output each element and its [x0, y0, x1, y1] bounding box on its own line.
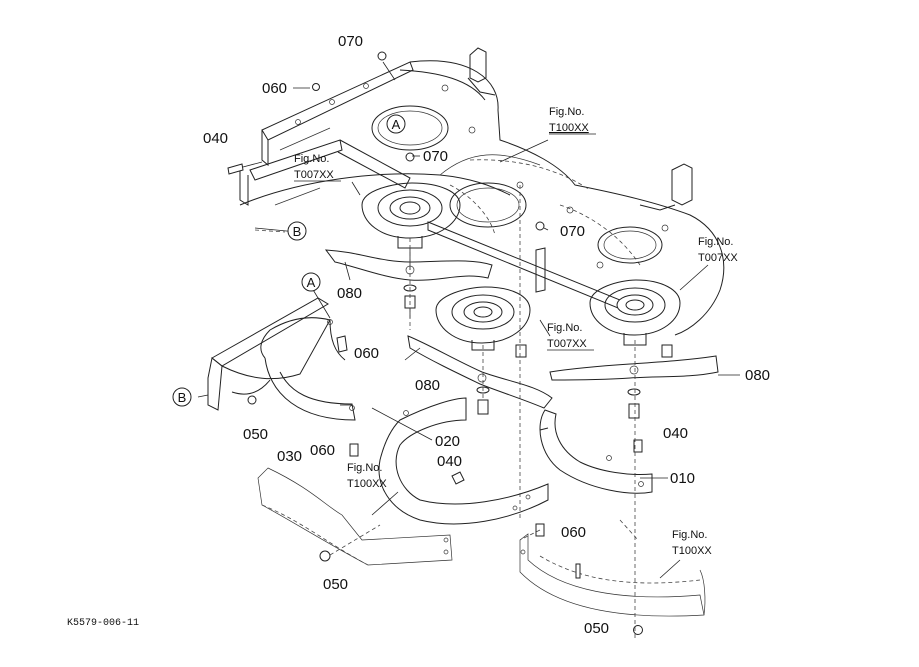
- figref-t100-left: Fig.No. T100XX: [347, 462, 387, 490]
- label-060-top: 060: [262, 80, 287, 97]
- shield-020: [378, 397, 549, 525]
- callout-a-upper: A: [386, 114, 406, 134]
- callout-b-upper: B: [287, 221, 307, 241]
- figref-t100-top-code: T100XX: [549, 122, 589, 134]
- figref-t007-left-title: Fig.No.: [294, 153, 329, 165]
- blade-left: [324, 249, 493, 281]
- label-060-low: 060: [310, 442, 335, 459]
- figref-t007-mid-code: T007XX: [547, 338, 587, 350]
- lower-baffle-left: [257, 467, 453, 566]
- figref-t100-top-title: Fig.No.: [549, 106, 584, 118]
- spindle-left: [361, 182, 461, 270]
- part-labels: 070 060 040 070 070 080 060 080 080 050 …: [203, 33, 770, 637]
- mower-deck: [239, 47, 725, 336]
- callout-b-lower: B: [172, 387, 192, 407]
- label-060-right: 060: [561, 524, 586, 541]
- figref-t007-mid: Fig.No. T007XX: [547, 322, 594, 351]
- spindle-center: [435, 286, 531, 351]
- figref-t100-top: Fig.No. T100XX: [549, 106, 596, 135]
- callout-b-lower-text: B: [178, 390, 187, 405]
- leader-lines: [197, 61, 740, 640]
- label-070-mid: 070: [423, 148, 448, 165]
- callout-a-lower: A: [301, 272, 321, 292]
- figref-t007-left-code: T007XX: [294, 169, 334, 181]
- label-080-mid: 080: [415, 377, 440, 394]
- blade-center: [407, 335, 553, 409]
- label-070-right: 070: [560, 223, 585, 240]
- callout-a-upper-text: A: [392, 117, 401, 132]
- label-080-left: 080: [337, 285, 362, 302]
- figref-t007-left: Fig.No. T007XX: [294, 153, 341, 182]
- label-050-bottom: 050: [323, 576, 348, 593]
- figref-t007-right-code: T007XX: [698, 252, 738, 264]
- figref-t100-left-title: Fig.No.: [347, 462, 382, 474]
- label-030: 030: [277, 448, 302, 465]
- figref-t007-mid-title: Fig.No.: [547, 322, 582, 334]
- label-040-right: 040: [663, 425, 688, 442]
- lower-baffle-right: [519, 533, 706, 617]
- left-frame-bracket: [227, 61, 414, 233]
- label-070-top: 070: [338, 33, 363, 50]
- blade-right: [549, 355, 719, 381]
- callout-a-lower-text: A: [307, 275, 316, 290]
- label-080-right: 080: [745, 367, 770, 384]
- figref-t100-right-title: Fig.No.: [672, 529, 707, 541]
- callout-b-upper-text: B: [293, 224, 302, 239]
- figref-t100-left-code: T100XX: [347, 478, 387, 490]
- figref-t100-right-code: T100XX: [672, 545, 712, 557]
- figref-t007-right: Fig.No. T007XX: [698, 236, 738, 264]
- spindle-hardware: [403, 284, 673, 419]
- shield-030: [207, 297, 356, 421]
- label-060-shield: 060: [354, 345, 379, 362]
- hardware-misc: [247, 51, 643, 635]
- label-040-mid: 040: [437, 453, 462, 470]
- spindle-right: [589, 279, 681, 346]
- shield-010: [539, 409, 653, 494]
- figref-t007-right-title: Fig.No.: [698, 236, 733, 248]
- label-050-left: 050: [243, 426, 268, 443]
- figref-t100-right: Fig.No. T100XX: [672, 529, 712, 557]
- drawing-code: K5579-006-11: [67, 618, 139, 629]
- label-010: 010: [670, 470, 695, 487]
- label-020: 020: [435, 433, 460, 450]
- label-050-right: 050: [584, 620, 609, 637]
- label-040-left: 040: [203, 130, 228, 147]
